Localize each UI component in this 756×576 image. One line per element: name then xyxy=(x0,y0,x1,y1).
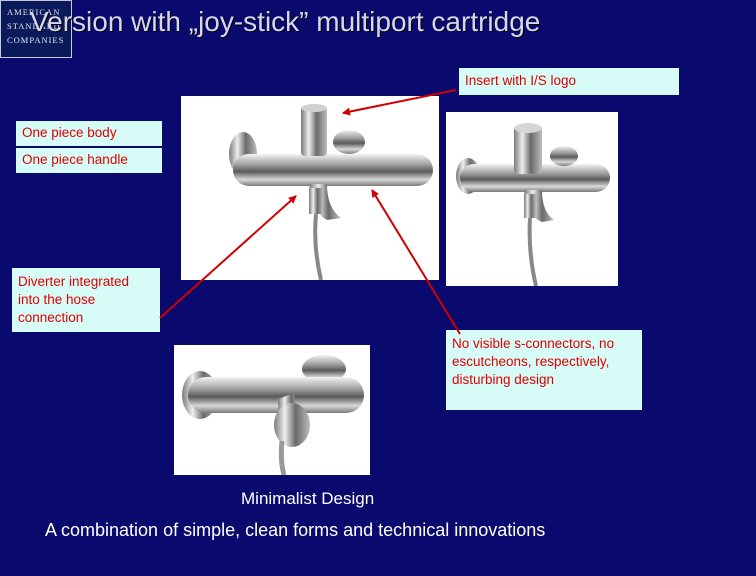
callout-insert-logo: Insert with I/S logo xyxy=(459,68,679,95)
logo-line-1: AMERICAN xyxy=(7,7,61,17)
callout-no-connectors: No visible s-connectors, no escutcheons,… xyxy=(446,330,642,410)
faucet-minimalist-image xyxy=(182,355,364,475)
faucet-photo-minimalist xyxy=(174,345,370,475)
caption-minimalist-design: Minimalist Design xyxy=(241,489,375,508)
faucet-photo-front xyxy=(181,96,439,280)
callout-one-piece-body: One piece body xyxy=(16,121,162,146)
faucet-photo-angled xyxy=(446,112,618,286)
company-logo: AMERICAN STANDARD COMPANIES xyxy=(0,0,72,58)
callout-diverter: Diverter integrated into the hose connec… xyxy=(12,268,160,332)
caption-combination: A combination of simple, clean forms and… xyxy=(45,520,546,540)
callout-one-piece-handle: One piece handle xyxy=(16,148,162,173)
slide-title: Version with „joy-stick” multiport cartr… xyxy=(30,6,541,37)
logo-line-3: COMPANIES xyxy=(7,35,65,45)
faucet-front-image xyxy=(229,104,433,280)
logo-line-2: STANDARD xyxy=(7,21,61,31)
faucet-angled-image xyxy=(456,123,610,286)
